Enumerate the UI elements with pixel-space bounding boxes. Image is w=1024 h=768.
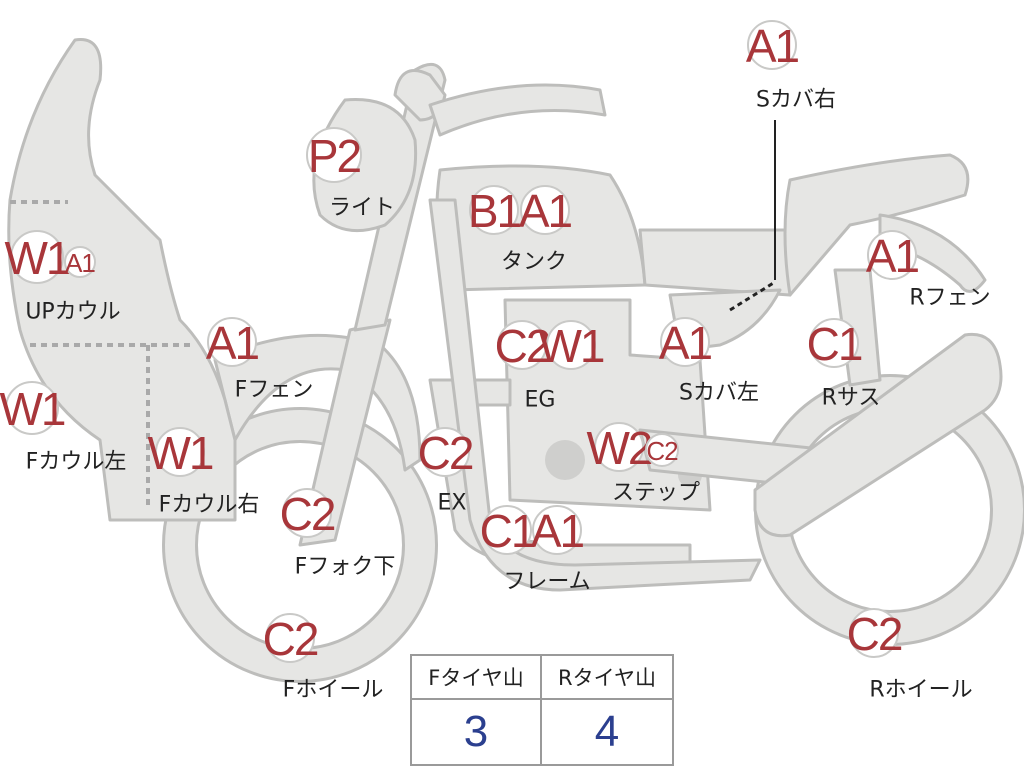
callout-label-r-fender: Rフェン [909,286,990,311]
callout-label-light: ライト [329,196,395,221]
badge-code-f-cowl-right-0: W1 [148,427,213,479]
callout-label-s-cover-right: Sカバ右 [756,88,836,113]
badge-code-tank-1: A1 [519,185,572,237]
callout-label-f-cowl-right: Fカウル右 [159,493,260,518]
badge-code-r-suspension-0: C1 [807,318,862,370]
badge-circle-step-0 [594,422,644,472]
callout-label-f-fork-lower: Fフォク下 [295,555,396,580]
front-wheel-shape [162,407,438,683]
cowl-shape [7,38,237,522]
callout-label-step: ステップ [612,481,700,506]
badge-code-step-1: C2 [646,436,678,466]
callout-label-f-fender: Fフェン [235,378,314,403]
badge-code-light-0: P2 [308,130,361,182]
badge-circle-up-cowl-1 [64,246,96,278]
badge-code-f-wheel-0: C2 [263,613,318,665]
muffler-shape [753,332,1003,538]
callout-label-up-cowl: UPカウル [25,300,120,325]
badge-circle-r-wheel-0 [849,608,899,658]
badge-circle-f-fork-lower-0 [282,488,332,538]
badge-code-eg-0: C2 [495,320,550,372]
badge-code-f-fender-0: A1 [206,317,259,369]
badge-circle-s-cover-right-0 [747,20,797,70]
rear-tire-value: 4 [594,707,620,756]
callout-label-eg: EG [525,388,556,413]
callout-label-s-cover-left: Sカバ左 [679,381,759,406]
badge-code-r-wheel-0: C2 [847,608,902,660]
badge-circle-frame-1 [532,505,582,555]
callout-label-r-wheel: Rホイール [869,678,972,703]
badge-code-eg-1: W1 [539,320,604,372]
badge-circle-f-wheel-0 [265,613,315,663]
badge-code-up-cowl-1: A1 [65,248,95,278]
upper-frame-shape [428,83,607,137]
badge-code-f-cowl-left-0: W1 [0,383,65,435]
badge-code-ex-0: C2 [418,427,473,479]
badge-circle-f-cowl-left-0 [5,381,59,435]
callout-label-frame: フレーム [503,570,590,595]
badge-code-up-cowl-0: W1 [5,232,70,284]
badge-code-frame-1: A1 [531,505,584,557]
badge-circle-step-1 [645,433,679,467]
rear-cowl-shape [783,153,970,297]
callout-light: P2 ライト [306,127,395,221]
badge-code-step-0: W2 [587,422,652,474]
badge-circle-f-cowl-right-0 [155,427,205,477]
badge-circle-tank-0 [469,185,519,235]
callout-label-r-suspension: Rサス [822,386,881,411]
badge-circle-ex-0 [420,427,470,477]
badge-circle-light-0 [306,127,362,183]
seat-shape [638,228,792,297]
badge-circle-r-suspension-0 [809,318,859,368]
badge-code-r-fender-0: A1 [866,230,919,282]
engine-cover-circle [545,440,585,480]
badge-code-f-fork-lower-0: C2 [280,488,335,540]
tire-tread-table: Fタイヤ山 Rタイヤ山 3 4 [410,654,674,766]
callout-label-f-wheel: Fホイール [283,678,384,703]
badge-code-frame-0: C1 [480,505,535,557]
badge-circle-s-cover-left-0 [660,317,710,367]
front-tire-value: 3 [412,700,542,764]
front-tire-header: Fタイヤ山 [412,656,542,700]
callout-label-ex: EX [438,491,467,516]
badge-circle-frame-0 [482,505,532,555]
callout-label-tank: タンク [501,250,567,275]
badge-code-s-cover-right-0: A1 [746,20,799,72]
rear-tire-header: Rタイヤ山 [542,656,672,700]
badge-circle-eg-1 [546,320,596,370]
badge-code-tank-0: B1 [468,185,521,237]
badge-code-s-cover-left-0: A1 [659,317,712,369]
badge-circle-f-fender-0 [207,317,257,367]
badge-circle-r-fender-0 [867,230,917,280]
callout-label-f-cowl-left: Fカウル左 [26,450,127,475]
badge-circle-tank-1 [520,185,570,235]
badge-circle-up-cowl-0 [10,230,64,284]
